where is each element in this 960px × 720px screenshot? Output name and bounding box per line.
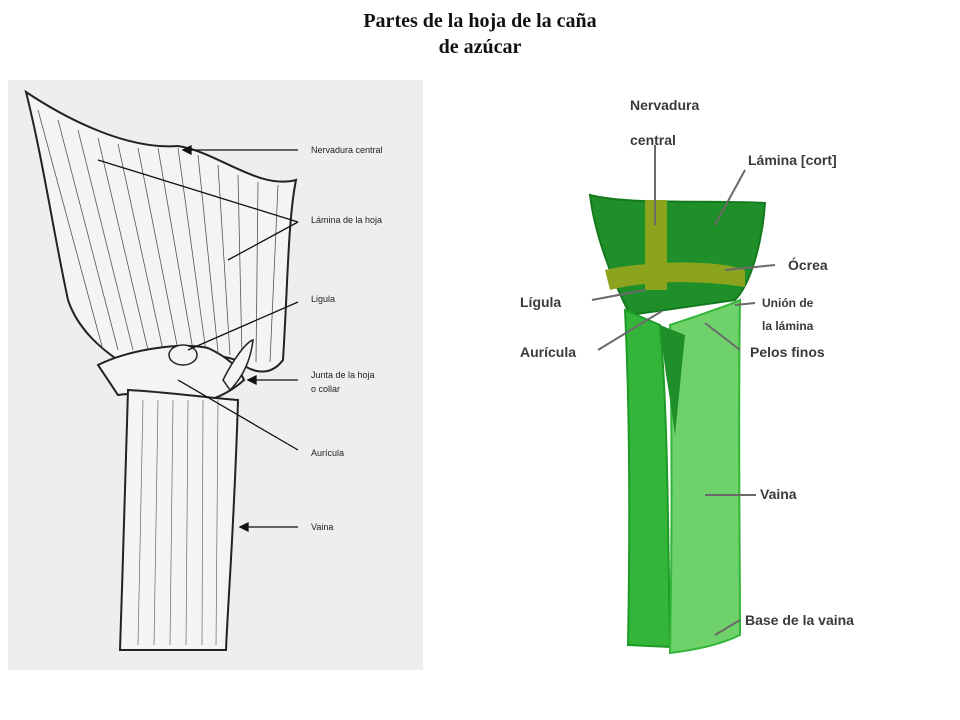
label-ligula: Lígula: [520, 294, 561, 310]
label-collar: o collar: [311, 384, 340, 394]
label-union-de: Unión de: [762, 296, 814, 310]
auricle-shape: [222, 338, 254, 392]
sheath-veins: [137, 399, 219, 646]
sketch-pointers: [97, 144, 299, 533]
color-panel: Nervadura central Lámina [cort] Ócrea Lí…: [500, 75, 880, 705]
label-ocrea: Ócrea: [788, 256, 828, 273]
sheath-right: [668, 298, 742, 655]
label-nervadura-central: Nervadura central: [311, 145, 383, 155]
label-vaina: Vaina: [760, 486, 797, 502]
leaf-sketch-illustration: Nervadura central Lámina de la hoja Ligu…: [24, 89, 383, 651]
label-auricula: Aurícula: [520, 344, 576, 360]
label-central: central: [630, 132, 676, 148]
label-lamina-cort: Lámina [cort]: [748, 152, 837, 168]
label-nervadura: Nervadura: [630, 97, 699, 113]
label-pelos-finos: Pelos finos: [750, 344, 825, 360]
ligula-shape: [168, 344, 198, 366]
color-pointers: [591, 145, 776, 636]
sheath-outline: [118, 388, 240, 651]
blade-outline: [24, 89, 298, 373]
sheath-left: [623, 308, 672, 649]
label-ligula: Ligula: [311, 294, 335, 304]
inner-sheath: [660, 325, 685, 435]
ocrea-band: [605, 262, 745, 290]
leaf-color-illustration: Nervadura central Lámina [cort] Ócrea Lí…: [520, 97, 854, 655]
label-vaina: Vaina: [311, 522, 333, 532]
blade-veins: [37, 109, 279, 363]
blade-cut: [588, 193, 767, 317]
sketch-panel: Nervadura central Lámina de la hoja Ligu…: [8, 80, 423, 670]
label-junta-hoja: Junta de la hoja: [311, 370, 375, 380]
label-la-lamina: la lámina: [762, 319, 814, 333]
label-base-vaina: Base de la vaina: [745, 612, 854, 628]
label-lamina-hoja: Lámina de la hoja: [311, 215, 382, 225]
diagram-title-line2: de azúcar: [438, 36, 522, 58]
diagram-title-line1: Partes de la hoja de la caña: [363, 10, 597, 32]
label-auricula: Aurícula: [311, 448, 344, 458]
